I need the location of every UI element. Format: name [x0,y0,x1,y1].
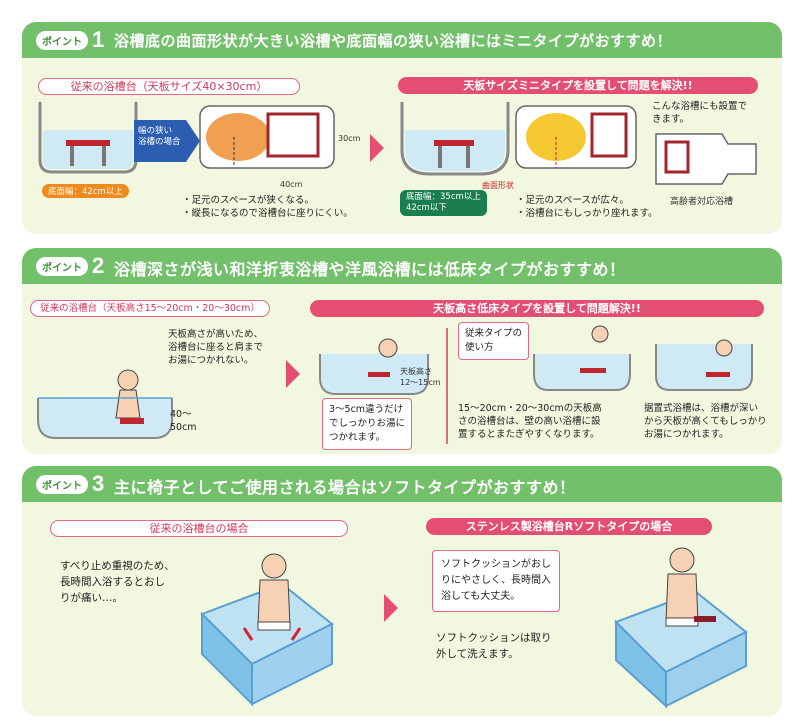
section-title: 浴槽底の曲面形状が大きい浴槽や底面幅の狭い浴槽にはミニタイプがおすすめ！ [114,32,673,50]
soft-text: ソフトクッションがおし りにやさしく、長時間入 浴しても大丈夫。 [432,550,560,612]
old-tub-person-illustration [37,369,173,439]
old-use-text: 15～20cm・20～30cmの天板高 さの浴槽台は、壁の高い浴槽に設 置すると… [458,403,602,440]
deep-tub-illustration [655,339,753,391]
depth-label: 40～ 50cm [170,409,197,433]
left-caption: 従来の浴槽台（天板サイズ40×30cm） [38,78,300,95]
point-number: 2 [92,253,105,278]
point-badge-2: ポイント 2 [36,253,105,278]
new-top-view [515,105,637,169]
section-1: ポイント 1 浴槽底の曲面形状が大きい浴槽や底面幅の狭い浴槽にはミニタイプがおす… [22,22,782,234]
section-2: ポイント 2 浴槽深さが浅い和洋折衷浴槽や洋風浴槽には低床タイプがおすすめ！ 従… [22,248,782,454]
point-badge-3: ポイント 3 [36,471,105,496]
point-badge-1: ポイント 1 [36,27,105,52]
new-tub-illustration [400,102,510,176]
solution-text-1: ・足元のスペースが広々。 ・浴槽台にもしっかり座れます。 [516,195,658,219]
transition-arrow-3 [384,594,398,622]
old-tub-illustration [38,102,138,174]
right-caption: 天板サイズミニタイプを設置して問題を解決!! [398,77,758,94]
problem-text-3: すべり止め重視のため、 長時間入浴するとおし りが痛い…。 [60,560,175,604]
elderly-tub-label: 高齢者対応浴槽 [670,197,734,207]
transition-arrow-1 [370,134,384,162]
problem-text-1: ・足元のスペースが狭くなる。 ・縦長になるので浴槽台に座りにくい。 [182,195,353,219]
right-caption: 天板高さ低床タイプを設置して問題解決!! [310,300,764,317]
point-number: 1 [92,27,105,52]
section-title: 浴槽深さが浅い和洋折衷浴槽や洋風浴槽には低床タイプがおすすめ！ [114,260,626,279]
elderly-tub-illustration [655,133,757,185]
section-2-header: ポイント 2 浴槽深さが浅い和洋折衷浴槽や洋風浴槽には低床タイプがおすすめ！ [22,248,782,284]
old-use-illustration [533,325,631,391]
old-tub-3d-illustration [200,553,334,707]
dim-40: 40cm [280,180,303,189]
section-3-header: ポイント 3 主に椅子としてご使用される場合はソフトタイプがおすすめ！ [22,466,782,502]
narrow-arrow [134,120,200,162]
dim-30: 30cm [338,134,361,143]
deep-text: 据置式浴槽は、浴槽が深い から天板が高くてもしっかり お湯につかれます。 [644,403,767,440]
section-title: 主に椅子としてご使用される場合はソフトタイプがおすすめ！ [114,478,576,497]
old-use-label: 従来タイプの 使い方 [458,322,530,360]
new-tub-3d-illustration [614,547,748,709]
fix-text: 3～5cm違うだけ でしっかりお湯に つかれます。 [322,398,413,450]
low-tub-illustration [319,338,429,395]
also-text: こんな浴槽にも設置で きます。 [652,101,748,125]
point-label: ポイント [36,30,88,50]
narrow-label: 幅の狭い 浴槽の場合 [138,126,181,147]
bottom-width-new: 底面幅：35cm以上 42cm以下 [400,190,487,216]
point-number: 3 [92,471,105,496]
wash-text: ソフトクッションは取り 外して洗えます。 [436,632,552,660]
bottom-width-old: 底面幅：42cm以上 [42,184,129,198]
point-label: ポイント [36,474,88,494]
right-caption: ステンレス製浴槽台Rソフトタイプの場合 [426,518,712,535]
old-top-view [199,105,335,169]
transition-arrow-2 [286,360,300,388]
height-label: 天板高さ 12～15cm [400,367,441,387]
divider [446,328,448,444]
left-caption: 従来の浴槽台（天板高さ15～20cm・20～30cm） [30,300,270,317]
problem-text-2: 天板高さが高いため、 浴槽台に座ると肩まで お湯につかれない。 [168,329,264,366]
curved-label: 曲面形状 [482,181,514,190]
section-1-header: ポイント 1 浴槽底の曲面形状が大きい浴槽や底面幅の狭い浴槽にはミニタイプがおす… [22,22,782,58]
point-label: ポイント [36,256,88,276]
section-3: ポイント 3 主に椅子としてご使用される場合はソフトタイプがおすすめ！ 従来の浴… [22,466,782,716]
left-caption: 従来の浴槽台の場合 [50,520,348,537]
